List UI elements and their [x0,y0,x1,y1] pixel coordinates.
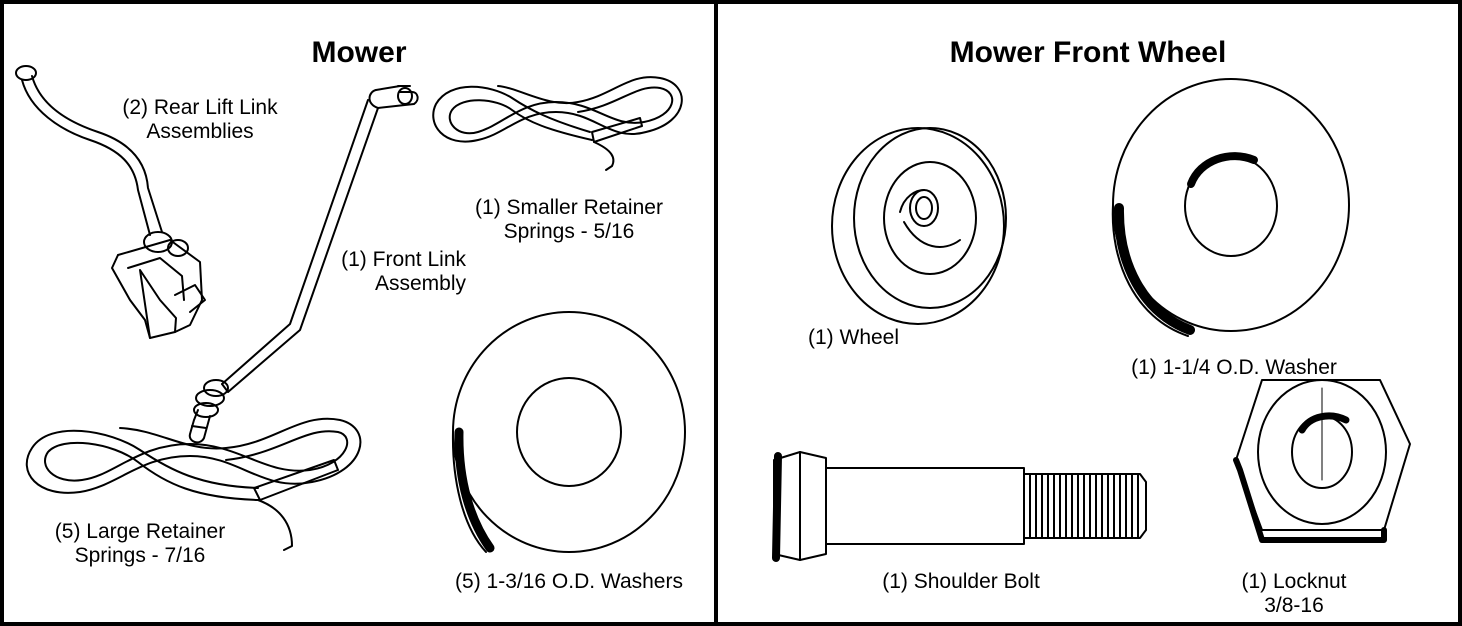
shoulder-bolt-icon [774,452,1146,560]
locknut-size: 3/8-16 [1264,594,1324,617]
large-spring-qty: (5) Large Retainer [54,520,226,543]
locknut-qty: (1) Locknut [1241,570,1347,593]
front-link-desc: Assembly [374,272,466,295]
label-rear-lift-link: (2) Rear Lift Link Assemblies [100,96,300,144]
front-link-icon [190,86,418,442]
label-front-washer: (1) 1-1/4 O.D. Washer [1131,356,1337,379]
small-spring-qty: (1) Smaller Retainer [475,196,663,219]
label-washers: (5) 1-3/16 O.D. Washers [455,570,683,593]
washer-icon [1113,79,1349,336]
label-wheel: (1) Wheel [808,326,900,349]
locknut-icon [1236,380,1410,540]
rear-lift-link-qty: (2) Rear Lift Link [122,96,278,119]
rear-lift-link-icon [16,66,205,338]
front-link-qty: (1) Front Link [341,248,466,271]
wheel-icon [832,128,1006,324]
panel-mower-front-wheel [714,0,1462,626]
label-front-link: (1) Front Link Assembly [296,248,466,296]
panel-title-mower: Mower [311,36,407,69]
retainer-spring-icon [433,77,682,170]
label-shoulder-bolt: (1) Shoulder Bolt [882,570,1040,593]
washer-icon [453,312,685,552]
label-large-spring: (5) Large Retainer Springs - 7/16 [20,520,260,568]
large-spring-desc: Springs - 7/16 [74,544,206,567]
retainer-spring-icon [27,419,361,550]
mower-parts-art [0,0,718,626]
panel-title-front-wheel: Mower Front Wheel [949,36,1227,69]
label-locknut: (1) Locknut 3/8-16 [1214,570,1374,618]
rear-lift-link-desc: Assemblies [146,120,254,143]
small-spring-desc: Springs - 5/16 [503,220,635,243]
label-small-spring: (1) Smaller Retainer Springs - 5/16 [434,196,704,244]
